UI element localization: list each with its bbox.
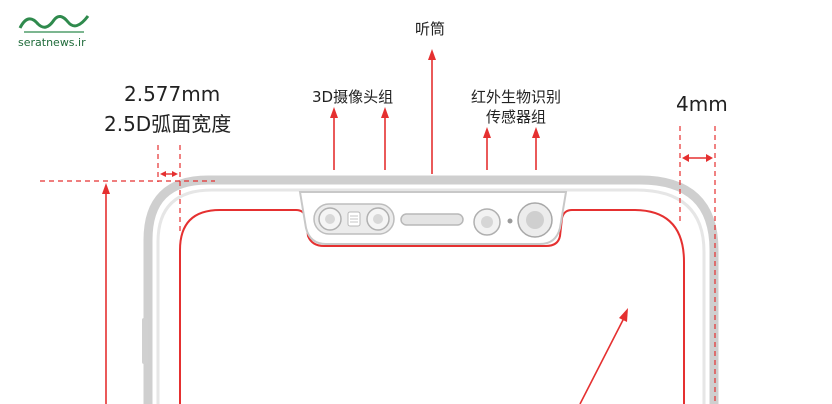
label-3d-camera: 3D摄像头组 [312, 88, 394, 106]
proximity-dot [507, 218, 513, 224]
earpiece-speaker [400, 213, 464, 226]
side-button [142, 318, 148, 364]
watermark-logo-icon [18, 15, 90, 33]
watermark-url: seratnews.ir [18, 36, 86, 49]
dimension-arrows [160, 154, 713, 177]
watermark: seratnews.ir [14, 6, 100, 52]
label-ir-sensor-line1: 红外生物识别 [470, 88, 561, 106]
label-bezel: 4mm [676, 92, 728, 116]
phone-frame-inner-edge [156, 188, 706, 404]
phone-frame [143, 175, 719, 404]
label-earpiece: 听筒 [415, 20, 446, 38]
label-glass-width: 2.577mm [124, 82, 221, 106]
arrows [102, 49, 628, 404]
dimension-guides [40, 126, 716, 404]
label-ir-sensor-line2: 传感器组 [485, 108, 546, 126]
camera-3d-module [313, 203, 395, 235]
display-outline [179, 209, 685, 404]
label-glass-curve: 2.5D弧面宽度 [104, 112, 232, 136]
